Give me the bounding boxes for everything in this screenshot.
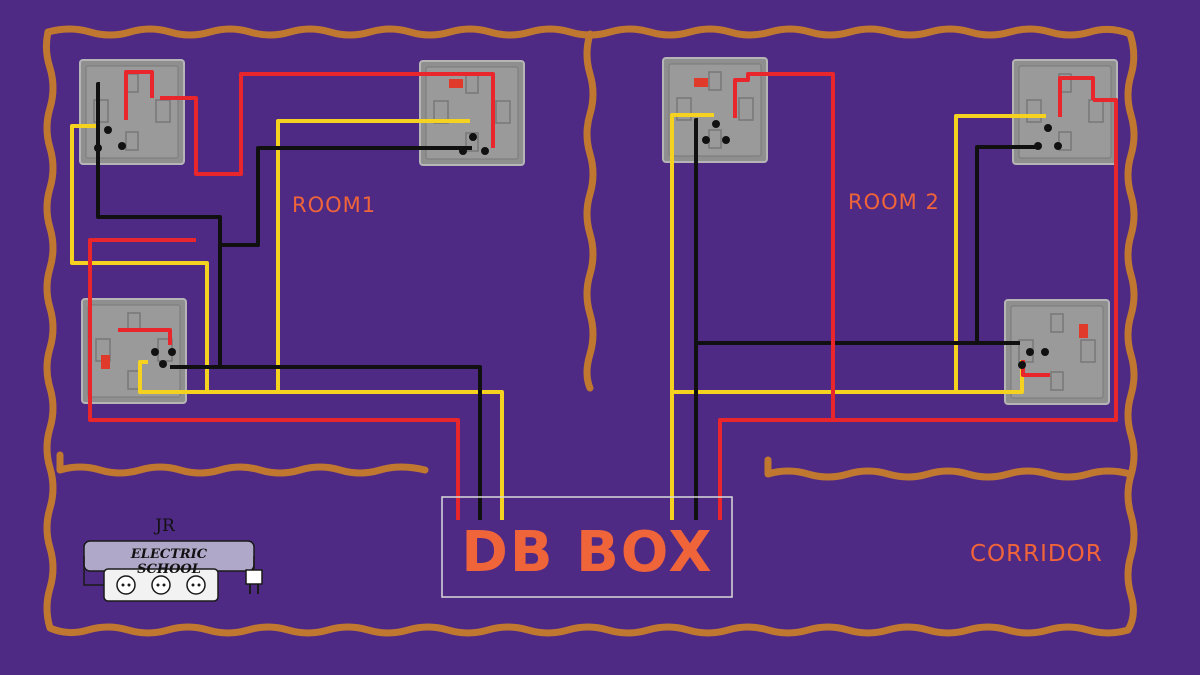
live-wire-room2-b bbox=[1058, 76, 1095, 117]
room2-label: ROOM 2 bbox=[848, 190, 940, 214]
neutral-wire-room1-c bbox=[170, 365, 482, 520]
indicator-lights bbox=[101, 78, 1088, 369]
live-wire-room2-a bbox=[733, 72, 835, 420]
earth-wires bbox=[70, 113, 1046, 520]
earth-wire-room1-b bbox=[276, 119, 470, 392]
live-wire-room1-d bbox=[118, 328, 172, 345]
earth-wire-room2-a bbox=[670, 113, 714, 520]
live-wire-room1-b bbox=[160, 72, 495, 176]
logo-monogram: JR bbox=[155, 516, 175, 536]
corridor-label: CORRIDOR bbox=[970, 541, 1103, 567]
earth-wire-room2-b bbox=[672, 114, 1046, 394]
outer-wall bbox=[42, 25, 1138, 637]
logo-text: ELECTRIC SCHOOL bbox=[130, 547, 208, 577]
partition-wall bbox=[583, 30, 597, 392]
room1-label: ROOM1 bbox=[292, 193, 377, 217]
walls bbox=[42, 25, 1138, 637]
corridor-wall-left bbox=[56, 451, 429, 477]
live-wire-room2-c bbox=[718, 98, 1118, 520]
electric-school-logo bbox=[83, 540, 263, 602]
neutral-wire-room1-b bbox=[220, 146, 472, 247]
earth-wire-room1-c bbox=[138, 360, 504, 520]
plug-icon bbox=[245, 569, 263, 585]
db-box bbox=[441, 496, 733, 598]
live-wire-room1-c bbox=[88, 238, 460, 520]
terminal-dots bbox=[94, 120, 1062, 369]
neutral-wire-room1-a bbox=[96, 82, 222, 367]
neutral-wires bbox=[96, 82, 1040, 520]
corridor-wall-right bbox=[764, 456, 1134, 481]
neutral-wire-room2-a bbox=[694, 118, 698, 520]
live-wire-room1-a bbox=[124, 70, 154, 120]
db-box-label: DB BOX bbox=[461, 520, 714, 585]
earth-wire-room1-a bbox=[70, 124, 209, 392]
neutral-wire-room2-b bbox=[696, 145, 1040, 345]
live-wires bbox=[88, 70, 1118, 520]
